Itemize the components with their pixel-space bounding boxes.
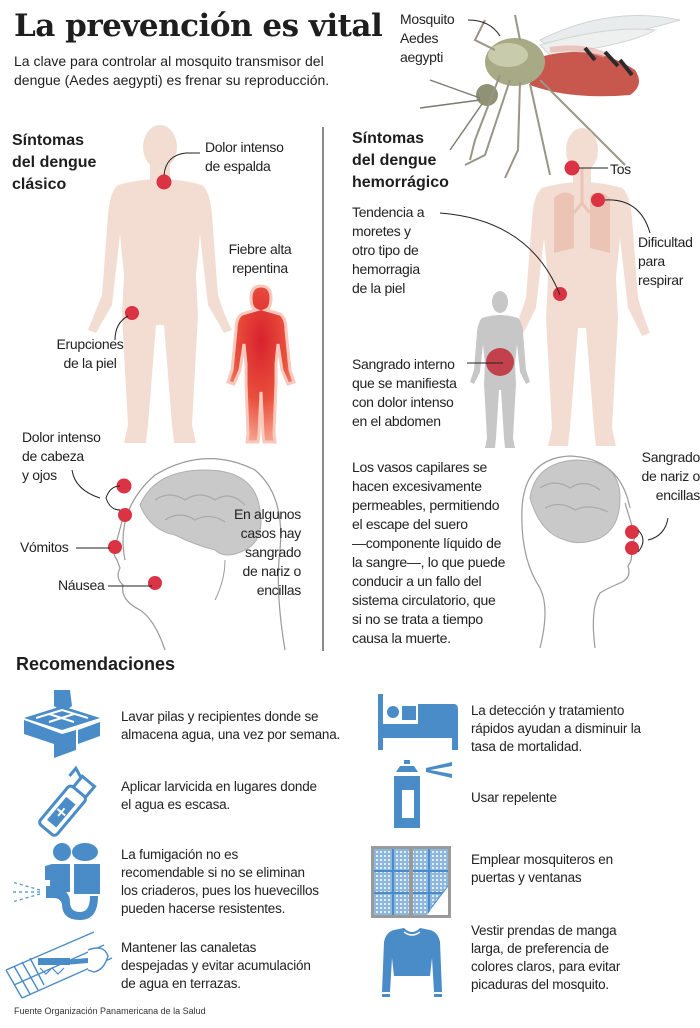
section-divider — [322, 127, 324, 651]
hemorrhagic-explanation: Los vasos capilares se hacen excesivamen… — [352, 459, 506, 646]
recommendation-item: Emplear mosquiteros en puertas y ventana… — [471, 852, 613, 885]
recommendation-item: Aplicar larvicida en lugares donde el ag… — [121, 779, 317, 812]
source-credit: Fuente Organización Panamericana de la S… — [14, 1006, 206, 1016]
symptom-bruising: Tendencia a moretes y otro tipo de hemor… — [352, 204, 425, 296]
symptom-nausea: Náusea — [58, 577, 105, 593]
fumigation-sprayer-icon — [10, 843, 100, 920]
recommendation-item: Usar repelente — [471, 790, 557, 805]
symptom-back-pain: Dolor intenso de espalda — [205, 139, 284, 174]
bruising-leader-line — [439, 212, 561, 296]
larvicide-spray-bottle-icon — [38, 765, 97, 837]
fever-body-figure — [226, 284, 296, 444]
symptom-breathing: Dificultad para respirar — [638, 234, 693, 288]
page-subtitle: La clave para controlar al mosquito tran… — [14, 53, 330, 88]
gray-body-figure-internal-bleeding — [470, 291, 530, 448]
repellent-spray-can-icon — [394, 760, 452, 828]
human-body-figure-hemorrhagic — [514, 128, 651, 446]
hemorrhagic-dengue-heading: Síntomas del dengue hemorrágico — [352, 130, 449, 191]
mosquito-net-icon — [371, 846, 451, 918]
recommendation-item: Mantener las canaletas despejadas y evit… — [121, 940, 311, 991]
symptom-nose-gum-bleeding: Sangrado de nariz o encillas — [641, 449, 700, 503]
vomiting-leader-line — [76, 547, 110, 549]
long-sleeve-shirt-icon — [382, 928, 442, 997]
symptom-cough: Tos — [610, 161, 631, 177]
water-containers-icon — [24, 690, 100, 758]
recommendation-item: Vestir prendas de manga larga, de prefer… — [471, 923, 621, 992]
mosquito-label: Mosquito Aedes aegypti — [400, 11, 455, 65]
recommendations-heading: Recomendaciones — [16, 654, 176, 674]
symptom-headache: Dolor intenso de cabeza y ojos — [22, 429, 101, 483]
symptom-vomiting: Vómitos — [20, 539, 69, 555]
classic-dengue-heading: Síntomas del dengue clásico — [12, 132, 97, 193]
mosquito-illustration — [419, 14, 681, 179]
head-profile-hemorrhagic — [521, 455, 669, 649]
headache-leader-line — [71, 469, 121, 511]
head-profile-classic — [108, 458, 286, 651]
recommendation-item: Lavar pilas y recipientes donde se almac… — [121, 709, 341, 742]
recommendation-item: La fumigación no es recomendable si no s… — [121, 847, 319, 916]
symptom-internal-bleeding: Sangrado interno que se manifiesta con d… — [352, 356, 457, 429]
nausea-leader-line — [108, 585, 152, 587]
classic-bleeding-note: En algunos casos hay sangrado de nariz o… — [233, 506, 301, 598]
recommendation-item: La detección y tratamiento rápidos ayuda… — [471, 703, 641, 754]
page-title: La prevención es vital — [14, 8, 383, 44]
symptom-rash: Erupciones de la piel — [56, 336, 124, 371]
gutter-cleaning-icon — [5, 931, 113, 999]
hospital-bed-icon — [378, 694, 458, 750]
symptom-fever: Fiebre alta repentina — [228, 241, 292, 276]
human-body-figure-classic — [88, 125, 232, 443]
internal-bleeding-leader-line — [467, 362, 503, 364]
